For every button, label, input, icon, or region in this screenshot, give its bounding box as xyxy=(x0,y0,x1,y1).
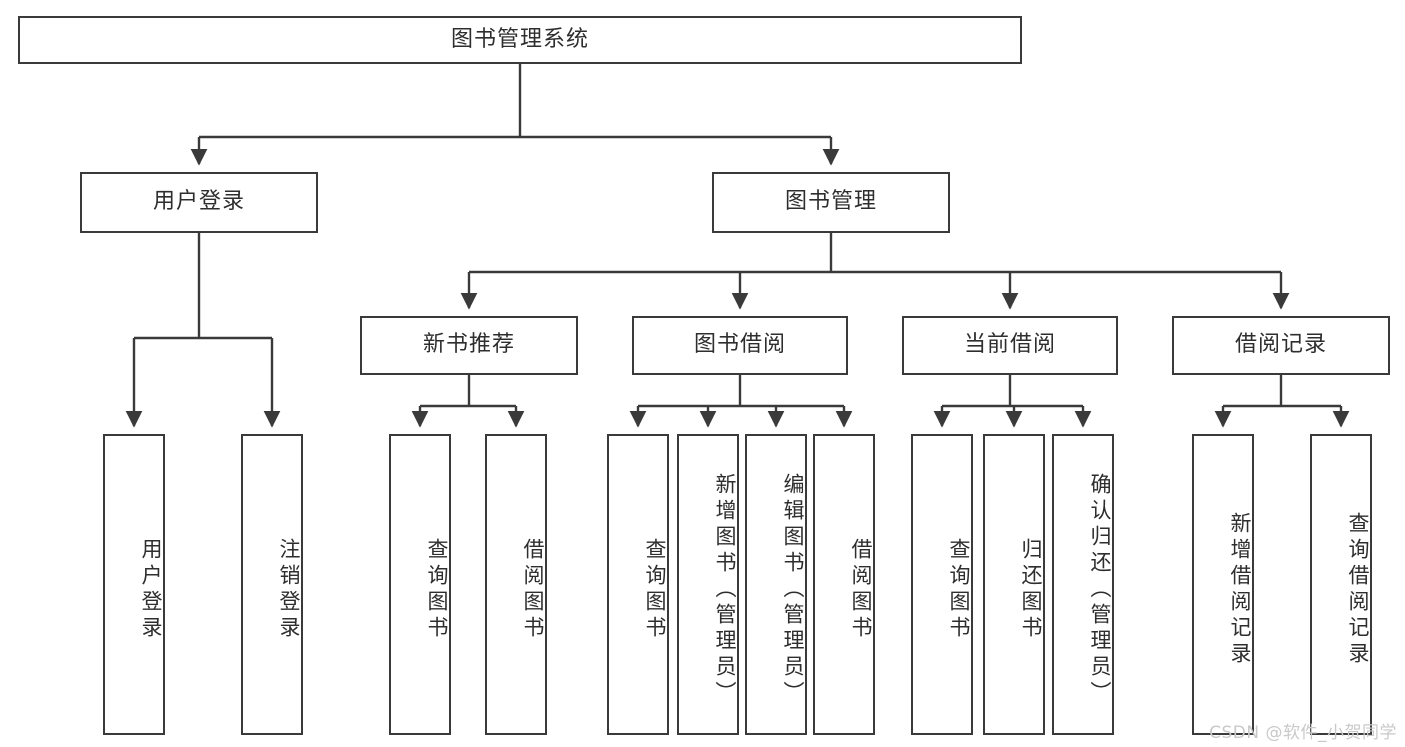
node-label: 新书推荐 xyxy=(422,332,515,358)
node-leaf-label: 查询借阅记录 xyxy=(1346,511,1370,668)
node-leaf-label: 新增图书（管理员） xyxy=(713,472,737,707)
node-leaf-label: 用户登录 xyxy=(139,537,163,642)
node-label: 图书管理 xyxy=(784,189,877,215)
node-leaf-query-borrow-record[interactable]: 查询借阅记录 xyxy=(1310,434,1372,735)
node-leaf-label: 确认归还（管理员） xyxy=(1088,472,1112,707)
node-leaf-label: 借阅图书 xyxy=(849,537,873,642)
node-label: 借阅记录 xyxy=(1234,332,1327,358)
node-leaf-label: 注销登录 xyxy=(277,537,301,642)
node-root-label: 图书管理系统 xyxy=(450,26,589,52)
node-leaf-user-login[interactable]: 用户登录 xyxy=(103,434,165,735)
node-leaf-add-book[interactable]: 新增图书（管理员） xyxy=(677,434,739,735)
node-leaf-borrow-book-1[interactable]: 借阅图书 xyxy=(485,434,547,735)
node-leaf-label: 编辑图书（管理员） xyxy=(781,472,805,707)
node-current-borrow[interactable]: 当前借阅 xyxy=(902,316,1118,375)
node-root-system[interactable]: 图书管理系统 xyxy=(18,16,1022,64)
node-leaf-borrow-book-2[interactable]: 借阅图书 xyxy=(813,434,875,735)
node-leaf-add-borrow-record[interactable]: 新增借阅记录 xyxy=(1192,434,1254,735)
node-leaf-query-book-1[interactable]: 查询图书 xyxy=(389,434,451,735)
node-user-login[interactable]: 用户登录 xyxy=(80,172,318,233)
node-label: 图书借阅 xyxy=(693,332,786,358)
node-borrow-record[interactable]: 借阅记录 xyxy=(1172,316,1390,375)
node-new-book-recommend[interactable]: 新书推荐 xyxy=(360,316,578,375)
node-leaf-label: 借阅图书 xyxy=(521,537,545,642)
node-leaf-logout-login[interactable]: 注销登录 xyxy=(241,434,303,735)
node-leaf-label: 查询图书 xyxy=(947,537,971,642)
node-label: 用户登录 xyxy=(152,189,245,215)
node-book-borrow[interactable]: 图书借阅 xyxy=(632,316,848,375)
csdn-watermark: CSDN @软件_小贺同学 xyxy=(1209,723,1397,743)
node-leaf-label: 新增借阅记录 xyxy=(1228,511,1252,668)
node-leaf-label: 归还图书 xyxy=(1019,537,1043,642)
node-leaf-query-book-3[interactable]: 查询图书 xyxy=(911,434,973,735)
node-leaf-query-book-2[interactable]: 查询图书 xyxy=(607,434,669,735)
node-leaf-return-book[interactable]: 归还图书 xyxy=(983,434,1045,735)
node-leaf-edit-book[interactable]: 编辑图书（管理员） xyxy=(745,434,807,735)
node-label: 当前借阅 xyxy=(963,332,1056,358)
node-book-manage[interactable]: 图书管理 xyxy=(712,172,950,233)
node-leaf-confirm-return[interactable]: 确认归还（管理员） xyxy=(1052,434,1114,735)
node-leaf-label: 查询图书 xyxy=(643,537,667,642)
node-leaf-label: 查询图书 xyxy=(425,537,449,642)
